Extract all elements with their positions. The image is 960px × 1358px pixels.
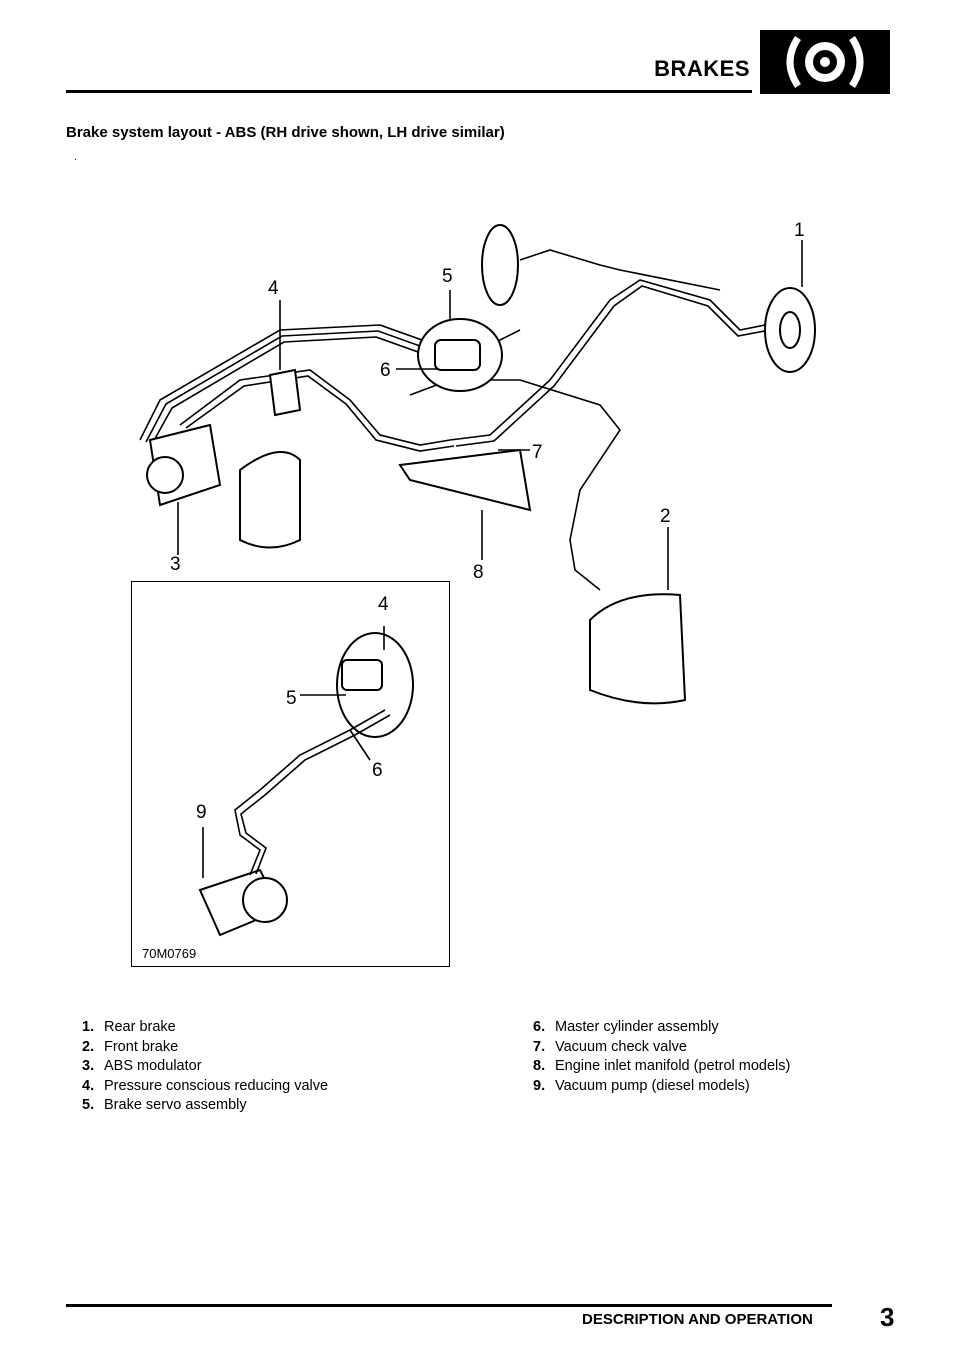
brake-disc-icon [760, 30, 890, 94]
footer-rule [66, 1304, 832, 1307]
callout-inset-5: 5 [286, 688, 297, 709]
legend-item: 5.Brake servo assembly [82, 1097, 247, 1113]
legend-item: 8.Engine inlet manifold (petrol models) [533, 1058, 791, 1074]
callout-5: 5 [442, 266, 453, 287]
legend-item: 2.Front brake [82, 1038, 179, 1055]
legend-item: 6.Master cylinder assembly [533, 1019, 719, 1035]
callout-inset-4: 4 [378, 594, 389, 615]
section-heading: Brake system layout - ABS (RH drive show… [66, 124, 505, 141]
diagram-callouts-inset: 4 5 6 9 [196, 594, 389, 823]
callout-1: 1 [794, 220, 805, 241]
header-rule [66, 90, 752, 93]
page-header-title: BRAKES [654, 56, 750, 81]
illustration-reference-code: 70M0769 [142, 946, 197, 961]
callout-inset-9: 9 [196, 802, 207, 823]
page-number: 3 [880, 1302, 895, 1332]
callout-3: 3 [170, 554, 181, 575]
callout-8: 8 [473, 562, 484, 583]
legend-item: 4.Pressure conscious reducing valve [82, 1077, 329, 1094]
legend-item: 9.Vacuum pump (diesel models) [533, 1077, 750, 1094]
legend-item: 3.ABS modulator [82, 1058, 202, 1074]
legend-column-1: 1.Rear brake 2.Front brake 3.ABS modulat… [82, 1018, 328, 1116]
stray-mark: . [74, 152, 77, 163]
brake-system-diagram: 1 2 3 4 5 6 7 8 4 5 6 9 [139, 220, 816, 937]
footer-section-title: DESCRIPTION AND OPERATION [582, 1311, 813, 1328]
legend-item: 7.Vacuum check valve [533, 1038, 687, 1055]
inset-frame [131, 581, 450, 967]
callout-7: 7 [532, 442, 543, 463]
legend-item: 1.Rear brake [82, 1019, 176, 1035]
diagram-callouts-main: 1 2 3 4 5 6 7 8 [170, 220, 805, 583]
callout-6: 6 [380, 360, 391, 381]
callout-4: 4 [268, 278, 279, 299]
legend-column-2: 6.Master cylinder assembly 7.Vacuum chec… [533, 1018, 790, 1096]
callout-inset-6: 6 [372, 760, 383, 781]
callout-2: 2 [660, 506, 671, 527]
